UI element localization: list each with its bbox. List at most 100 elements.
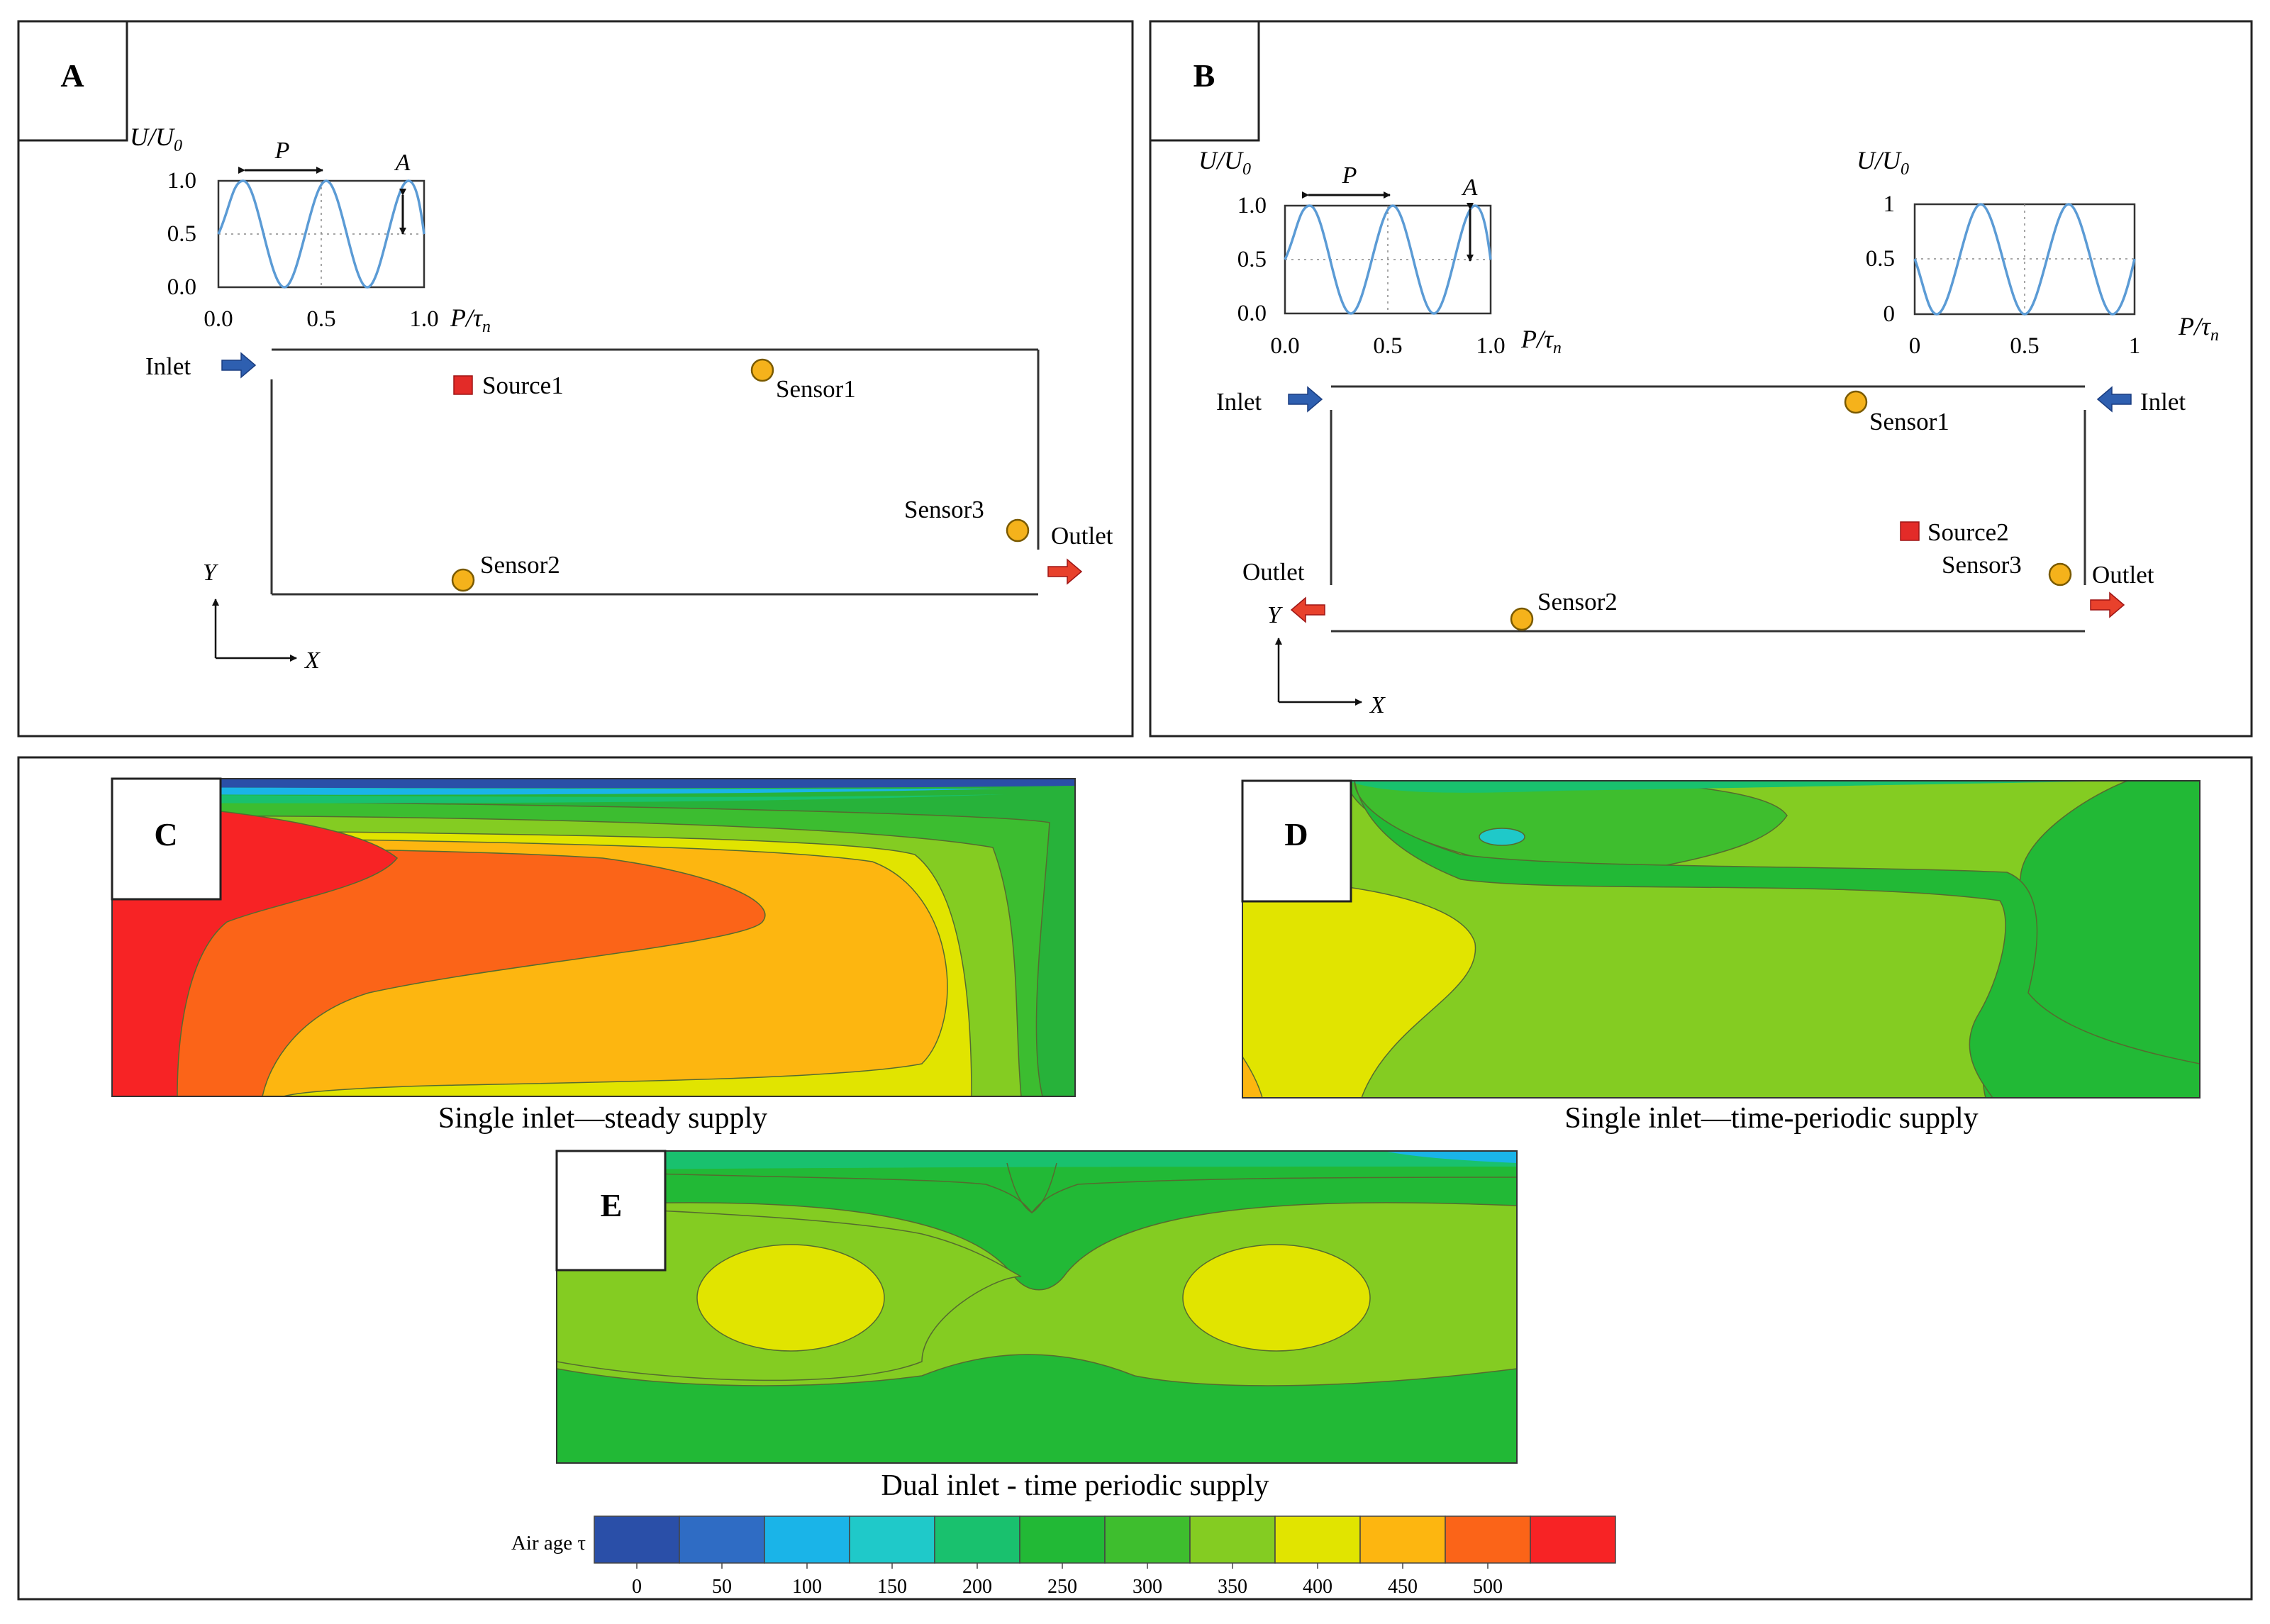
y-tick-label: 0.0 [167, 274, 196, 300]
x-tick-label: 1.0 [1476, 333, 1505, 359]
sensor-marker [2048, 562, 2072, 586]
outlet-label: Outlet [2092, 561, 2154, 589]
outlet-arrow-icon [1290, 596, 1325, 623]
colorbar-tick-label: 500 [1473, 1576, 1503, 1598]
period-label: P [274, 138, 290, 164]
colorbar-cells [594, 1515, 1616, 1564]
x-axis-label: P/τn [1520, 325, 1562, 357]
panel-d-label: D [1284, 816, 1308, 852]
inlet-label: Inlet [1216, 388, 1262, 416]
colorbar-ticks: 0 50 100 150 200 250 300 350 400 450 500 [632, 1563, 1503, 1598]
sensor-label: Sensor3 [1942, 551, 2022, 579]
inset-plot-b-right: 1 0.5 0 0 0.5 1 U/U0 P/τn [1857, 146, 2219, 359]
x-tick-label: 0 [1909, 333, 1921, 359]
colorbar-cell [1274, 1515, 1361, 1564]
y-tick-label: 0.5 [1866, 246, 1895, 272]
colorbar-cell [1530, 1515, 1616, 1564]
sensor-marker [750, 358, 774, 382]
inset-plot-a: P A 1.0 0.5 0.0 0.0 0.5 1.0 U/U0 P/τn [130, 123, 491, 336]
source-marker [453, 375, 473, 395]
room-b: Inlet Inlet Sensor1 Source2 Sensor3 Sens… [1216, 385, 2186, 718]
source-label: Source2 [1927, 518, 2009, 546]
y-axis-label: U/U0 [1198, 146, 1251, 179]
sensor-label: Sensor2 [480, 551, 560, 579]
x-axis-letter: X [304, 647, 321, 674]
contour-plot-e [556, 1150, 1518, 1464]
colorbar-cell [1104, 1515, 1191, 1564]
inset-plot-b-left: P A 1.0 0.5 0.0 0.0 0.5 1.0 U/U0 P/τn [1198, 146, 1562, 359]
colorbar-cell [1189, 1515, 1276, 1564]
source-label: Source1 [482, 372, 564, 399]
panel-c-label: C [154, 816, 177, 852]
y-tick-label: 0.0 [1237, 301, 1267, 326]
sensor-marker [451, 568, 475, 592]
y-tick-label: 1.0 [1237, 193, 1267, 218]
x-tick-label: 0.5 [2010, 333, 2039, 359]
colorbar-tick-label: 350 [1218, 1576, 1247, 1598]
contour-plot-d [1242, 780, 2201, 1099]
lower-frame [17, 756, 2253, 1601]
outlet-label: Outlet [1051, 522, 1113, 550]
period-label: P [1342, 162, 1357, 189]
inlet-label: Inlet [2140, 388, 2186, 416]
amplitude-label: A [394, 150, 411, 176]
sensor-marker [1844, 390, 1868, 414]
x-tick-label: 0.0 [1270, 333, 1299, 359]
y-tick-label: 1.0 [167, 168, 196, 194]
x-axis-letter: X [1369, 692, 1386, 718]
colorbar-cell [1019, 1515, 1106, 1564]
colorbar-cell [1445, 1515, 1531, 1564]
x-tick-label: 1 [2129, 333, 2141, 359]
colorbar-tick-label: 150 [877, 1576, 907, 1598]
panel-a: A P A 1.0 0.5 0.0 0.0 0.5 1.0 U/U0 P/τn [17, 20, 1134, 738]
colorbar-cell [764, 1515, 850, 1564]
colorbar-cell [679, 1515, 765, 1564]
colorbar-tick-label: 400 [1303, 1576, 1332, 1598]
colorbar-cell [1359, 1515, 1446, 1564]
amplitude-label: A [1462, 174, 1478, 201]
y-tick-label: 1 [1884, 191, 1896, 217]
colorbar-cell [849, 1515, 935, 1564]
contour-plot-c [111, 778, 1076, 1097]
sensor-marker [1006, 518, 1030, 543]
y-axis-label: U/U0 [1857, 146, 1909, 179]
x-tick-label: 0.5 [1373, 333, 1402, 359]
sensor-label: Sensor3 [904, 496, 984, 523]
inlet-arrow-icon [2096, 386, 2132, 413]
sensor-label: Sensor1 [1869, 408, 1949, 435]
y-tick-label: 0 [1884, 301, 1896, 327]
colorbar-title: Air age τ [511, 1532, 586, 1555]
panel-e-label: E [601, 1187, 623, 1223]
inlet-arrow-icon [1288, 386, 1323, 413]
colorbar-tick-label: 450 [1388, 1576, 1418, 1598]
colorbar-tick-label: 300 [1133, 1576, 1162, 1598]
x-tick-label: 0.5 [306, 306, 335, 332]
sensor-marker [1510, 607, 1534, 631]
colorbar-tick-label: 200 [962, 1576, 992, 1598]
x-axis-label: P/τn [450, 304, 491, 336]
y-axis-letter: Y [1267, 602, 1283, 628]
panel-e-caption: Dual inlet - time periodic supply [881, 1469, 1269, 1502]
inlet-arrow-icon [221, 352, 257, 379]
y-axis-letter: Y [203, 560, 218, 586]
colorbar-cell [934, 1515, 1020, 1564]
room-a: Inlet Source1 Sensor1 Sensor2 Sensor3 Ou… [145, 348, 1113, 674]
colorbar-tick-label: 100 [792, 1576, 822, 1598]
colorbar-tick-label: 50 [712, 1576, 732, 1598]
panel-c-caption: Single inlet—steady supply [438, 1102, 767, 1135]
panel-b: B P A 1.0 0.5 0.0 0.0 0.5 1.0 U/U0 P/τn [1149, 20, 2253, 738]
colorbar-cell [594, 1515, 680, 1564]
outlet-arrow-icon [2090, 591, 2125, 618]
colorbar: Air age τ 0 50 100 150 200 250 300 350 400 450 500 [511, 1515, 1616, 1598]
x-axis-label: P/τn [2178, 312, 2219, 345]
panel-d-caption: Single inlet—time-periodic supply [1564, 1102, 1978, 1135]
source-marker [1900, 521, 1920, 541]
y-axis-label: U/U0 [130, 123, 182, 155]
panel-b-label: B [1194, 57, 1215, 94]
x-tick-label: 0.0 [204, 306, 233, 332]
colorbar-tick-label: 0 [632, 1576, 642, 1598]
colorbar-tick-label: 250 [1047, 1576, 1077, 1598]
y-tick-label: 0.5 [167, 221, 196, 247]
y-tick-label: 0.5 [1237, 247, 1267, 272]
